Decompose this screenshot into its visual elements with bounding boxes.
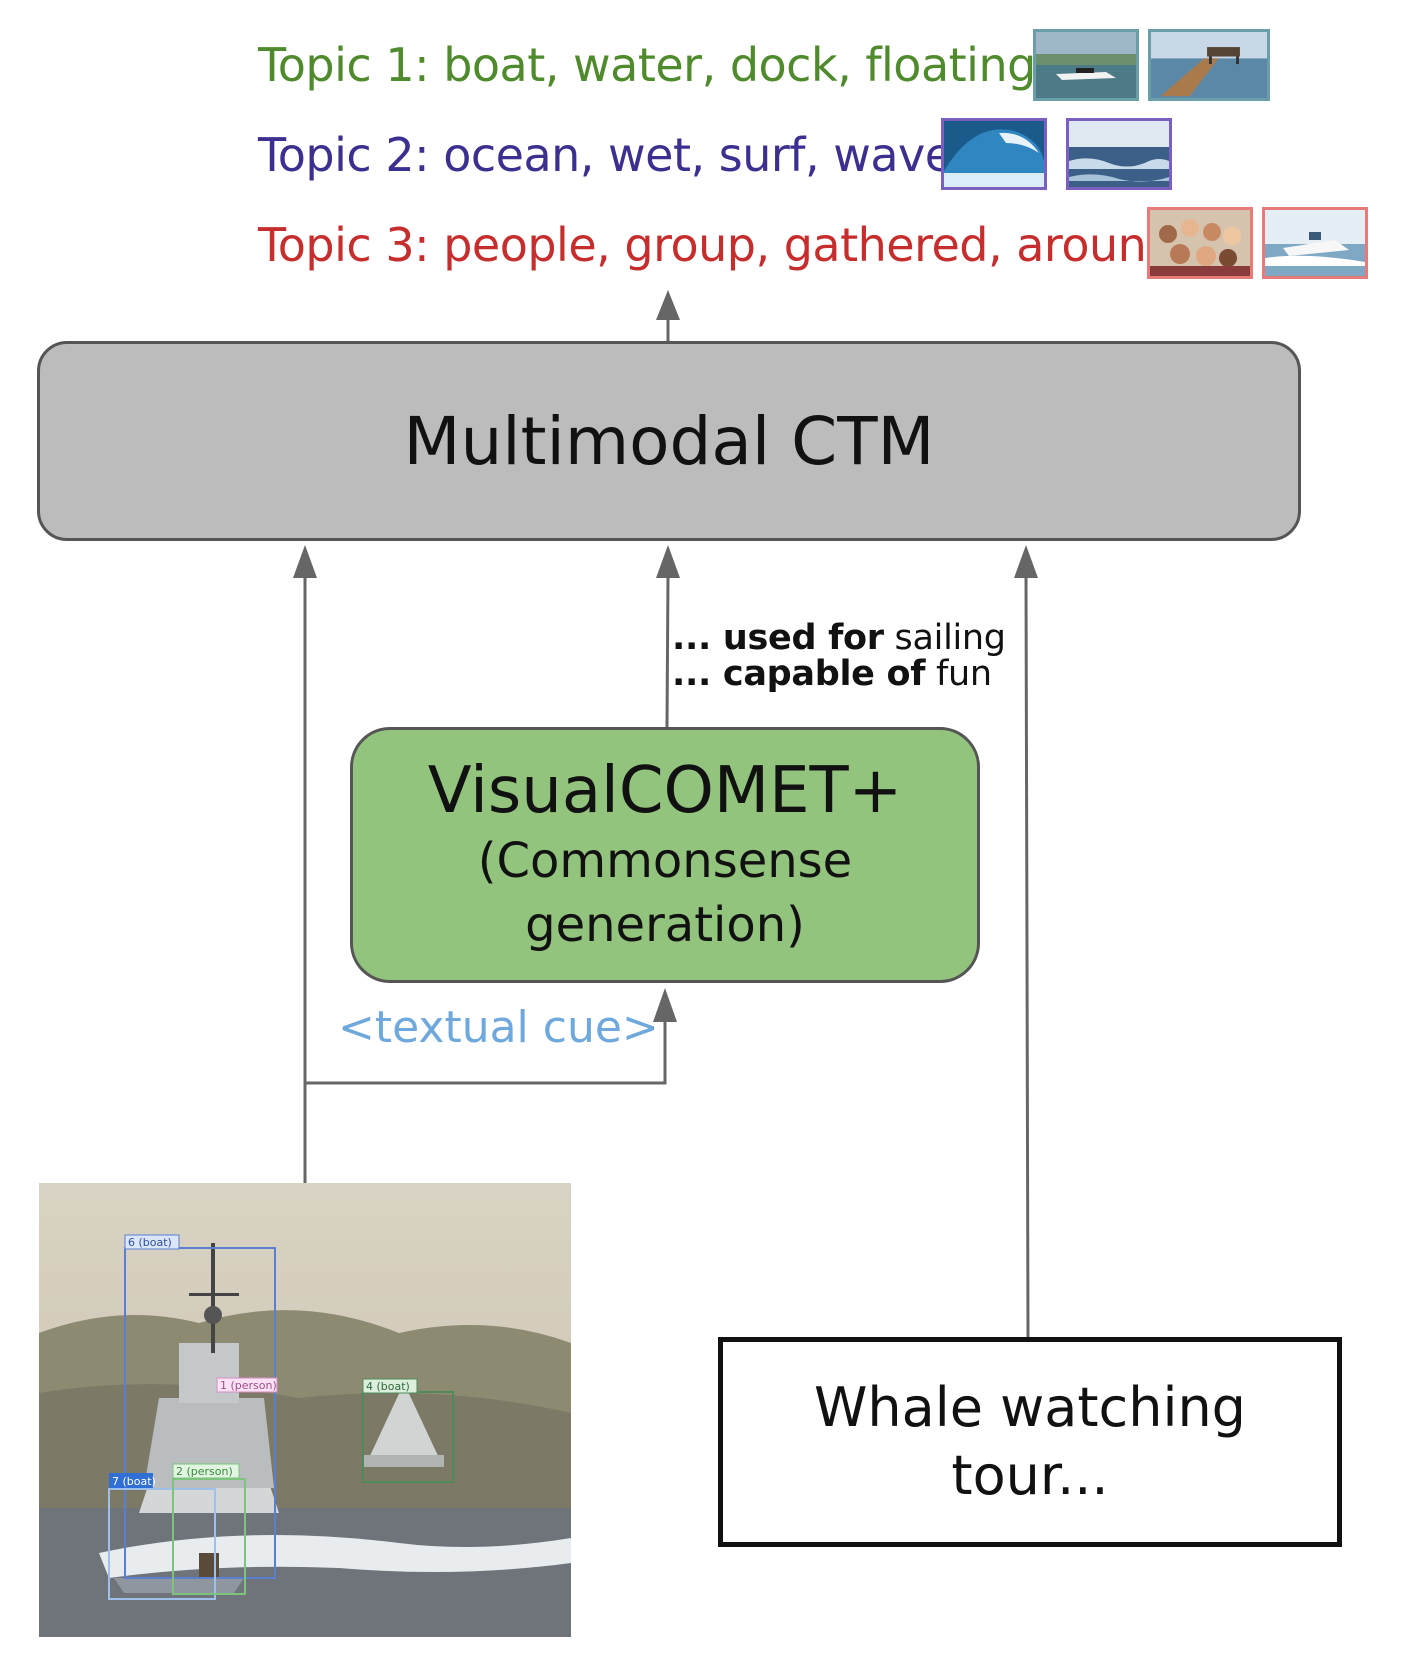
inference-capable-of: ... capable of fun	[672, 654, 992, 694]
arrowhead-visualcomet-to-ctm	[656, 545, 680, 578]
arrowhead-textual-cue	[653, 988, 677, 1022]
arrowhead-topics	[656, 290, 680, 320]
topic-2-surf-thumbnail	[1066, 118, 1172, 190]
topic-2-label: Topic 2: ocean, wet, surf, waves	[258, 128, 977, 182]
inference-used-for: ... used for sailing	[672, 618, 1006, 658]
caption-box: Whale watching tour...	[718, 1337, 1342, 1547]
visualcomet-title: VisualCOMET+	[427, 754, 903, 828]
visualcomet-box: VisualCOMET+ (Commonsense generation)	[350, 727, 980, 983]
topic-3-label: Topic 3: people, group, gathered, around	[258, 218, 1175, 272]
detection-label-4: 4 (boat)	[366, 1380, 410, 1393]
detection-label-7: 7 (boat)	[112, 1475, 156, 1488]
textual-cue-label: <textual cue>	[338, 1002, 659, 1053]
caption-line-2: tour...	[951, 1444, 1109, 1507]
topic-2-wave-thumbnail	[941, 118, 1047, 190]
inference-used-for-relation: ... used for	[672, 618, 884, 658]
inference-used-for-value: sailing	[883, 618, 1006, 658]
detection-label-6: 6 (boat)	[128, 1236, 172, 1249]
input-image: 6 (boat) 1 (person) 4 (boat) 7 (boat) 2 …	[39, 1183, 571, 1637]
topic-3-boat-thumbnail	[1262, 207, 1368, 279]
detection-label-2: 2 (person)	[176, 1465, 233, 1478]
visualcomet-subtitle-line2: generation)	[525, 897, 805, 953]
inference-capable-of-relation: ... capable of	[672, 654, 926, 694]
visualcomet-subtitle-line1: (Commonsense	[477, 833, 853, 889]
multimodal-ctm-label: Multimodal CTM	[403, 402, 935, 480]
topic-1-boat-thumbnail	[1033, 29, 1139, 101]
topic-3-group-thumbnail	[1147, 207, 1253, 279]
multimodal-ctm-box: Multimodal CTM	[37, 341, 1301, 541]
caption-line-1: Whale watching	[814, 1376, 1246, 1439]
topic-1-dock-thumbnail	[1148, 29, 1270, 101]
detection-label-1: 1 (person)	[220, 1379, 277, 1392]
arrowhead-image-to-ctm	[293, 545, 317, 578]
topic-1-label: Topic 1: boat, water, dock, floating	[258, 38, 1036, 92]
arrowhead-caption-to-ctm	[1014, 545, 1038, 578]
inference-capable-of-value: fun	[925, 654, 992, 694]
